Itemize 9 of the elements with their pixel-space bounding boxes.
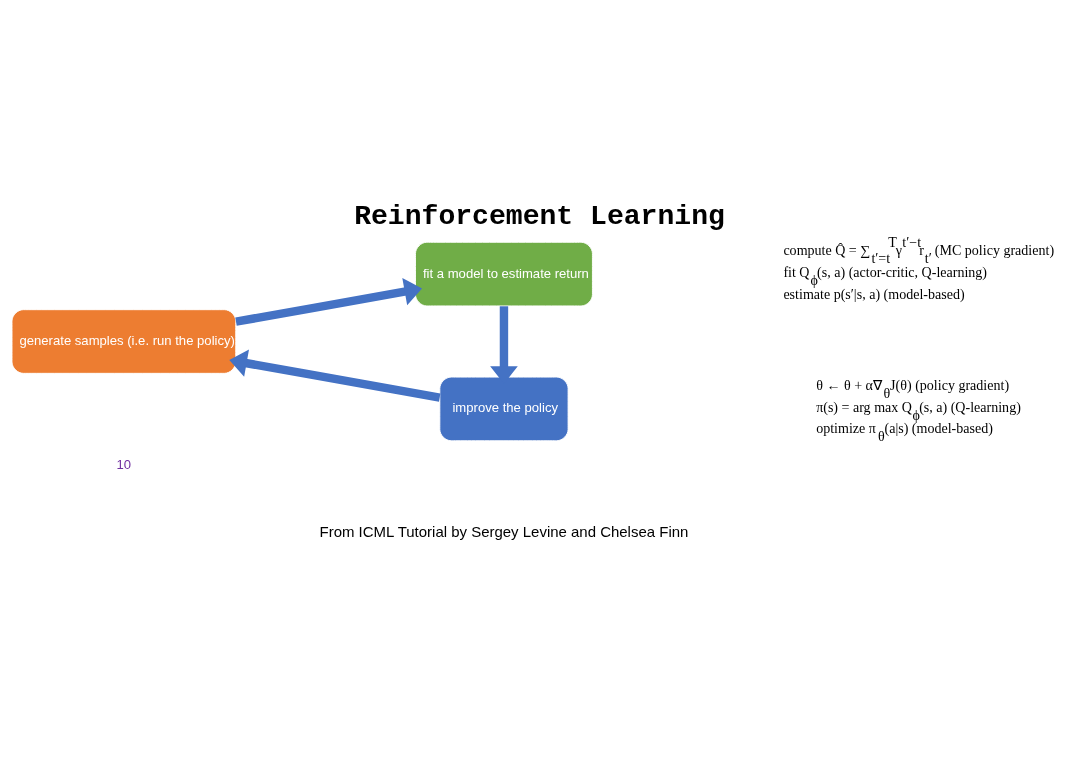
node-box: improve the policy: [439, 376, 569, 442]
diagram-title: Reinforcement Learning: [354, 201, 725, 233]
label: From ICML Tutorial by Sergey Levine and Chelsea Finn: [319, 522, 689, 540]
arrow: [235, 278, 423, 326]
node-box: generate samples (i.e. run the policy): [11, 309, 237, 374]
arrow: [229, 349, 441, 402]
node-box: fit a model to estimate return: [415, 241, 593, 307]
node-label: estimate p(s′|s, a) (model-based): [783, 286, 965, 303]
label: 10: [116, 457, 132, 473]
